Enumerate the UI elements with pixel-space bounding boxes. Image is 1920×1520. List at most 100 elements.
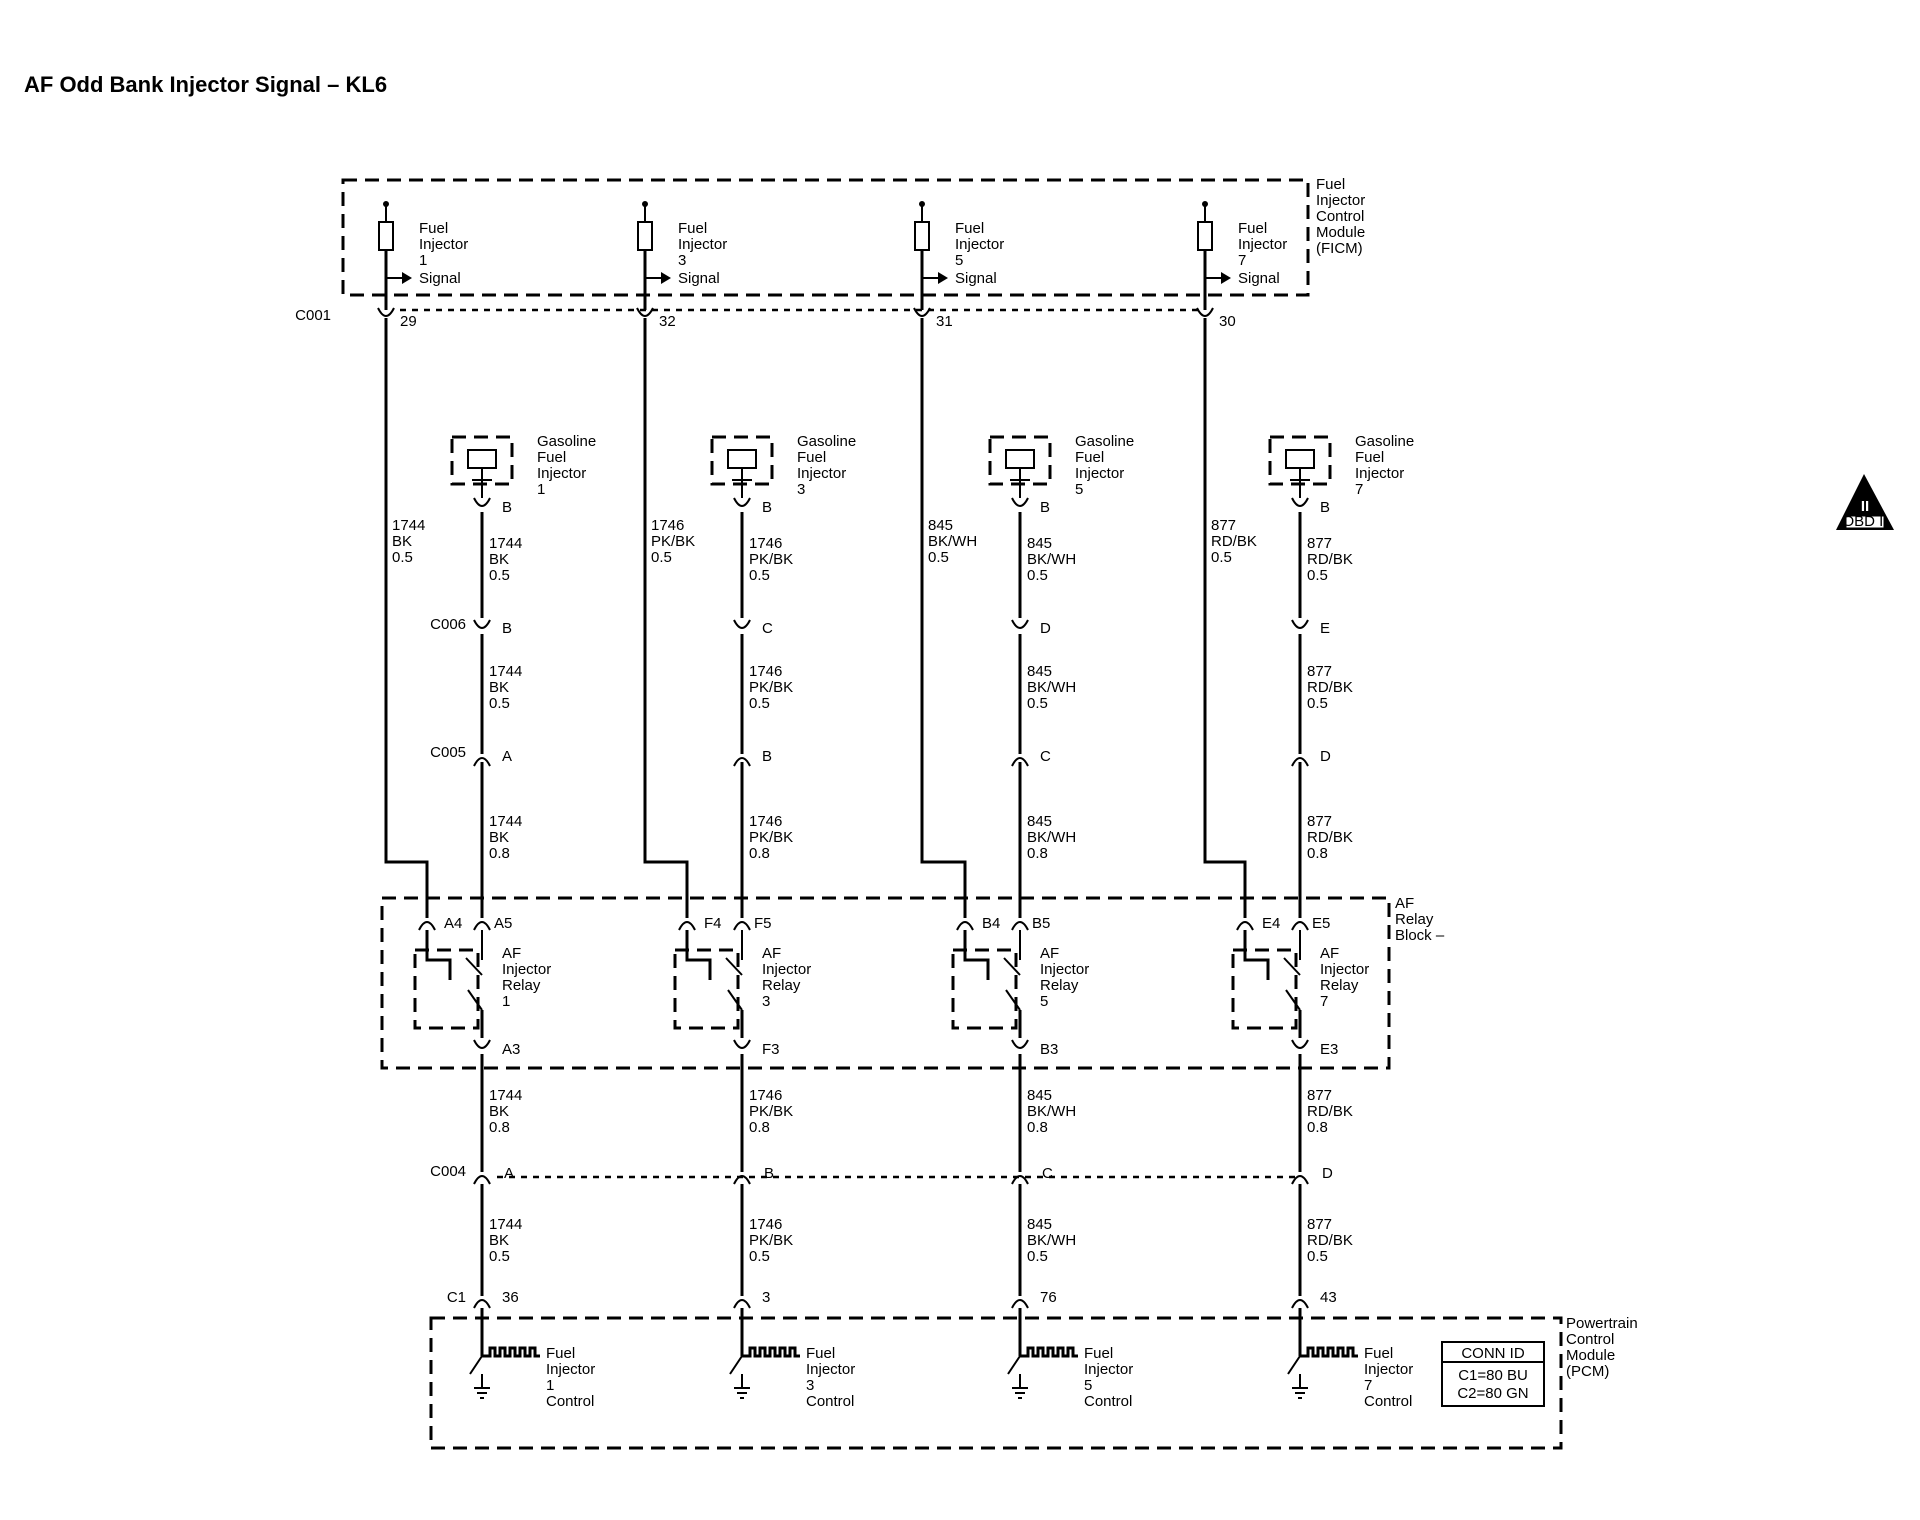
- relay-coil-box: [951, 948, 1018, 1030]
- ficm-output-signal-label: Signal: [955, 270, 997, 287]
- injector-pin-letter: B: [762, 499, 772, 516]
- pcm-label: Powertrain Control Module (PCM): [1566, 1315, 1642, 1380]
- c004-terminal: [1011, 1175, 1029, 1185]
- page-title: AF Odd Bank Injector Signal – KL6: [24, 72, 388, 97]
- relay-coil-pin: F4: [704, 915, 722, 932]
- relay-out-terminal: [1291, 1039, 1309, 1049]
- signal-arrow-head: [1221, 272, 1231, 284]
- c1-pin-number: 43: [1320, 1289, 1337, 1306]
- ficm-driver-symbol: [378, 221, 394, 251]
- c006-label: C006: [430, 616, 466, 633]
- relay-out-terminal: [473, 1039, 491, 1049]
- conn-id-table: CONN ID C1=80 BU C2=80 GN: [1441, 1341, 1545, 1407]
- relay-switch-arm: [1283, 957, 1301, 976]
- signal-wire: [384, 318, 429, 918]
- c005-label: C005: [430, 744, 466, 761]
- c006-terminal: [473, 619, 491, 629]
- relay-coil-box: [413, 948, 480, 1030]
- signal-arrow-head: [402, 272, 412, 284]
- relay-coil-pin: E4: [1262, 915, 1280, 932]
- c001-pin-number: 30: [1219, 313, 1236, 330]
- c006-terminal: [1291, 619, 1309, 629]
- c006-pin-letter: B: [502, 620, 512, 637]
- c006-pin-letter: E: [1320, 620, 1330, 637]
- relay-in-terminal: [1291, 921, 1309, 931]
- signal-wire: [643, 318, 689, 918]
- injector-coil: [1005, 449, 1035, 469]
- pulse-signal-symbol: [482, 1346, 540, 1358]
- c004-label: C004: [430, 1163, 466, 1180]
- signal-wire: [920, 318, 967, 918]
- relay-coil-box: [1231, 948, 1298, 1030]
- c005-pin-letter: D: [1320, 748, 1331, 765]
- relay-coil-box: [673, 948, 740, 1030]
- relay-coil-terminal: [956, 921, 974, 931]
- relay-block-label: AF Relay Block –: [1395, 895, 1445, 944]
- injector-terminal: [1291, 497, 1309, 507]
- relay-coil-lead: [963, 930, 990, 980]
- c004-pin-letter: D: [1322, 1165, 1333, 1182]
- pcm-driver-switch: [1007, 1355, 1021, 1375]
- injector-terminal: [473, 497, 491, 507]
- c006-pin-letter: D: [1040, 620, 1051, 637]
- injector-pin-letter: B: [1040, 499, 1050, 516]
- ficm-output-signal-label: Signal: [678, 270, 720, 287]
- relay-coil-lead: [1243, 930, 1270, 980]
- relay-out-terminal: [733, 1039, 751, 1049]
- relay-switch-arm: [1005, 989, 1021, 1011]
- ficm-driver-symbol: [914, 221, 930, 251]
- c1-pin-number: 36: [502, 1289, 519, 1306]
- pcm-driver-switch: [469, 1355, 483, 1375]
- c1-terminal: [473, 1299, 491, 1309]
- ficm-driver-symbol: [637, 221, 653, 251]
- ficm-output-signal-label: Signal: [1238, 270, 1280, 287]
- relay-in-pin: F5: [754, 915, 772, 932]
- relay-out-pin: A3: [502, 1041, 520, 1058]
- c004-pin-letter: B: [764, 1165, 774, 1182]
- relay-in-terminal: [733, 921, 751, 931]
- relay-coil-pin: B4: [982, 915, 1000, 932]
- obd-symbol: II: [1861, 498, 1869, 515]
- relay-switch-arm: [467, 989, 483, 1011]
- c1-pin-number: 76: [1040, 1289, 1057, 1306]
- c1-terminal: [1011, 1299, 1029, 1309]
- relay-switch-arm: [725, 957, 743, 976]
- c005-pin-letter: B: [762, 748, 772, 765]
- relay-in-pin: E5: [1312, 915, 1330, 932]
- c001-pin-number: 31: [936, 313, 953, 330]
- relay-out-pin: F3: [762, 1041, 780, 1058]
- c004-pin-letter: C: [1042, 1165, 1053, 1182]
- pcm-driver-switch: [729, 1355, 743, 1375]
- relay-block-box: [380, 896, 1391, 1070]
- injector-pin-letter: B: [502, 499, 512, 516]
- relay-in-pin: B5: [1032, 915, 1050, 932]
- injector-terminal: [733, 497, 751, 507]
- relay-coil-terminal: [678, 921, 696, 931]
- relay-in-pin: A5: [494, 915, 512, 932]
